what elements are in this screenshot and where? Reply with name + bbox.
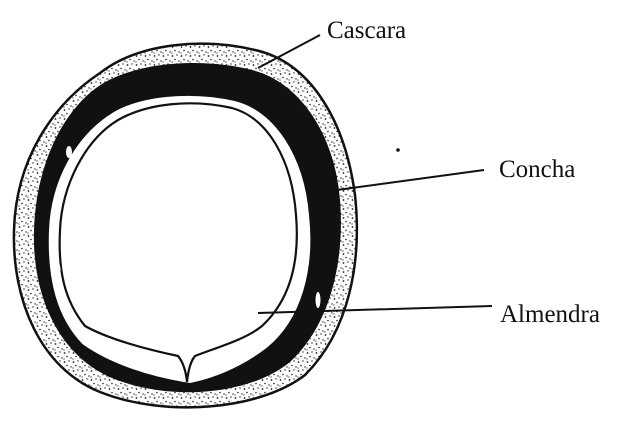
stray-dot bbox=[396, 148, 400, 152]
leader-line-husk bbox=[258, 35, 320, 68]
shell-gap-right bbox=[298, 257, 304, 273]
shell-gap-lower-left bbox=[56, 263, 61, 277]
leader-line-shell bbox=[337, 170, 484, 190]
label-shell: Concha bbox=[499, 156, 575, 183]
shell-gap-left bbox=[66, 146, 72, 158]
label-husk: Cascara bbox=[327, 17, 406, 44]
shell-gap-lower-right bbox=[316, 292, 321, 308]
label-kernel: Almendra bbox=[500, 301, 600, 328]
